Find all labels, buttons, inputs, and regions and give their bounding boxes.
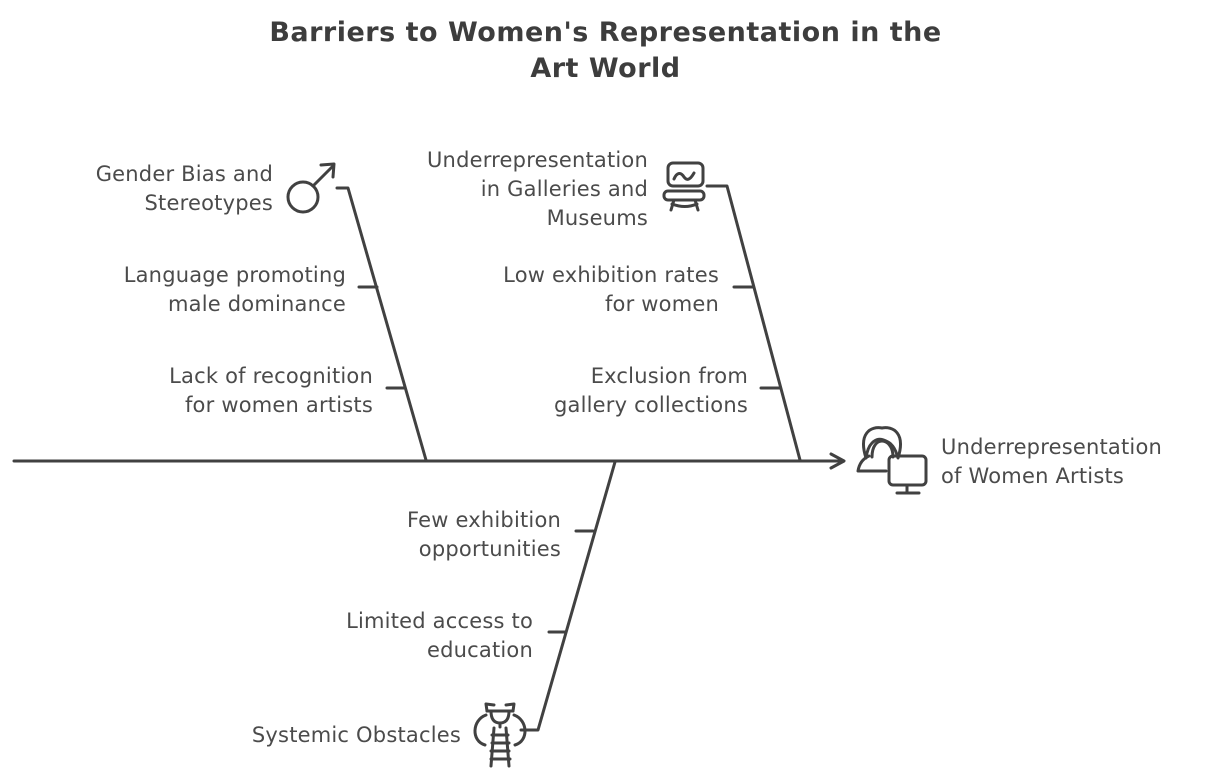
ladder-trophy-icon (473, 702, 527, 768)
cause-label-low-exhibition-rates: Low exhibition rates for women (503, 263, 719, 316)
branch-galleries (705, 184, 802, 462)
branch-gender-bias (335, 186, 428, 462)
cause-label-lack-recognition: Lack of recognition for women artists (169, 364, 373, 417)
spine-line (12, 452, 846, 470)
arrow-right-icon (829, 452, 846, 470)
cause-label-limited-education: Limited access to education (346, 609, 533, 662)
branch-systemic (519, 460, 617, 732)
branch-label-gender-bias: Gender Bias and Stereotypes (95, 162, 273, 215)
artwork-display-icon (662, 161, 706, 212)
branch-label-systemic: Systemic Obstacles (251, 723, 461, 747)
cause-label-few-opportunities: Few exhibition opportunities (406, 508, 561, 561)
cause-label-exclusion-collections: Exclusion from gallery collections (553, 364, 748, 417)
cause-label-language-male-dominance: Language promoting male dominance (123, 263, 346, 316)
effect-label: Underrepresentation of Women Artists (941, 435, 1163, 488)
branch-label-galleries: Underrepresentation in Galleries and Mus… (426, 148, 648, 230)
male-symbol-icon (286, 162, 336, 214)
diagram-title: Barriers to Women's Representation in th… (269, 17, 942, 84)
woman-at-computer-icon (856, 426, 928, 495)
